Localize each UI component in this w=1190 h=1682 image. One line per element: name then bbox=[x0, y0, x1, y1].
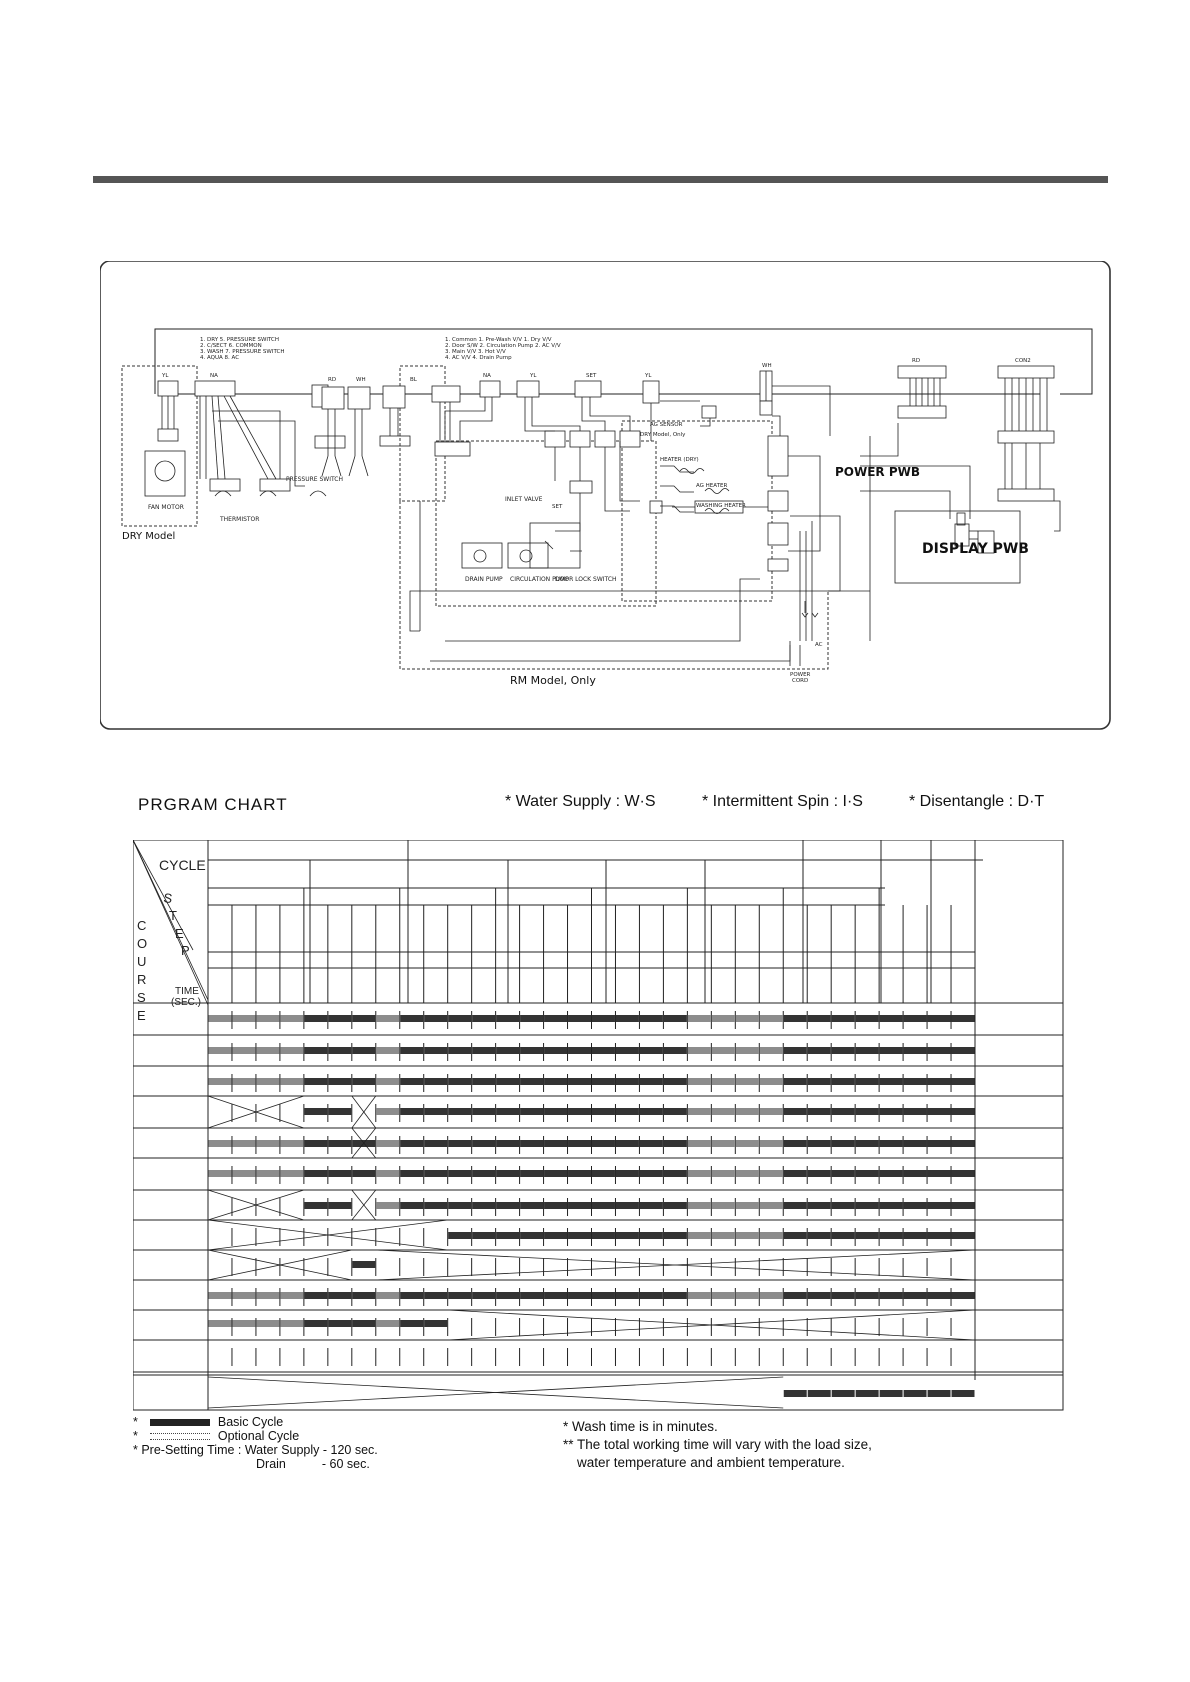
time-header: TIME bbox=[175, 986, 199, 997]
circulation-pump-label: CIRCULATION PUMP bbox=[510, 576, 569, 583]
drain-label: Drain bbox=[256, 1457, 286, 1471]
total-time-note-2: water temperature and ambient temperatur… bbox=[577, 1455, 845, 1470]
conn-label-yl2: YL bbox=[529, 373, 537, 379]
dry-model-label: DRY Model bbox=[122, 531, 175, 542]
svg-text:1. DRY 5. PRESSURE SWITCH: 1. DRY 5. PRESSURE SWITCH bbox=[200, 337, 279, 343]
svg-text:S: S bbox=[137, 990, 146, 1005]
thermistor-label: THERMISTOR bbox=[219, 516, 259, 523]
conn-label-na: NA bbox=[210, 373, 218, 379]
legend-optional: *Optional Cycle bbox=[133, 1429, 300, 1443]
svg-text:E: E bbox=[137, 1008, 146, 1023]
svg-text:3. Main V/V 3. Hot V/V: 3. Main V/V 3. Hot V/V bbox=[445, 349, 506, 355]
program-chart-table: CYCLE S T E P COU RSE TIME (SEC.) bbox=[133, 840, 1064, 1411]
display-pwb-label: DISPLAY PWB bbox=[922, 541, 1029, 557]
conn-label-bl: BL bbox=[410, 377, 418, 383]
legend: *Basic Cycle *Optional Cycle * Pre-Setti… bbox=[133, 1415, 378, 1471]
power-cord-label: POWER bbox=[790, 672, 811, 678]
wash-time-note: * Wash time is in minutes. bbox=[563, 1419, 718, 1434]
inlet-valve-label: INLET VALVE bbox=[505, 496, 543, 503]
total-time-note-1: ** The total working time will vary with… bbox=[563, 1437, 872, 1452]
svg-text:CORD: CORD bbox=[792, 678, 808, 684]
svg-text:U: U bbox=[137, 954, 146, 969]
svg-text:3. WASH 7. PRESSURE SWITCH: 3. WASH 7. PRESSURE SWITCH bbox=[200, 349, 285, 355]
svg-text:1. Common 1. Pre-Wash V/V 1.: 1. Common 1. Pre-Wash V/V 1. Dry V/V bbox=[445, 337, 552, 343]
wiring-diagram: YL NA RD WH BL NA YL SET YL WH RD CON2 1… bbox=[100, 261, 1111, 730]
basic-label: Basic Cycle bbox=[217, 1415, 284, 1429]
presetting-time: * Pre-Setting Time : Water Supply - 120 … bbox=[133, 1443, 378, 1457]
ag-heater-label: AG HEATER bbox=[696, 483, 727, 489]
door-lock-label: DOOR LOCK SWITCH bbox=[555, 576, 617, 583]
step-header-p: P bbox=[181, 943, 190, 958]
dry-model-only-label: DRY Model, Only bbox=[640, 432, 686, 438]
svg-text:4. AQUA 8. AC: 4. AQUA 8. AC bbox=[200, 355, 239, 361]
cycle-header: CYCLE bbox=[159, 857, 206, 873]
conn-label-yl3: YL bbox=[644, 373, 652, 379]
svg-text:R: R bbox=[137, 972, 146, 987]
header-rule bbox=[93, 176, 1108, 183]
svg-text:C: C bbox=[137, 918, 146, 933]
fan-motor-label: FAN MOTOR bbox=[148, 504, 184, 511]
conn-label-con2: CON2 bbox=[1015, 358, 1031, 364]
ag-sensor-label: AG SENSOR bbox=[650, 422, 683, 428]
ac-label: AC bbox=[815, 642, 823, 648]
legend-basic: *Basic Cycle bbox=[133, 1415, 284, 1429]
optional-bar-swatch bbox=[149, 1433, 210, 1441]
conn-label-yl: YL bbox=[161, 373, 169, 379]
drain-time: Drain - 60 sec. bbox=[133, 1457, 378, 1471]
conn-label-rd2: RD bbox=[912, 358, 920, 364]
pressure-switch-label: PRESSURE SWITCH bbox=[286, 476, 343, 483]
optional-label: Optional Cycle bbox=[217, 1429, 300, 1443]
basic-bar-swatch bbox=[149, 1419, 210, 1427]
notes: * Wash time is in minutes. ** The total … bbox=[563, 1418, 872, 1472]
step-header-e: E bbox=[175, 926, 184, 941]
conn-label-rd: RD bbox=[328, 377, 336, 383]
svg-text:2. Door S/W 2. Circulation Pu: 2. Door S/W 2. Circulation Pump 2. AC V/… bbox=[445, 343, 561, 349]
svg-text:SET: SET bbox=[552, 504, 563, 510]
step-header-s: S bbox=[163, 890, 174, 906]
sec-header: (SEC.) bbox=[171, 997, 201, 1008]
svg-text:2. C/SECT 6. COMMON: 2. C/SECT 6. COMMON bbox=[200, 343, 262, 349]
step-header-t: T bbox=[169, 908, 177, 923]
disentangle-abbr: * Disentangle : D·T bbox=[909, 793, 1045, 810]
drain-value: - 60 sec. bbox=[321, 1457, 370, 1471]
washing-heater-label: WASHING HEATER bbox=[696, 503, 746, 509]
rm-model-only-label: RM Model, Only bbox=[510, 674, 596, 687]
intermittent-spin-abbr: * Intermittent Spin : I·S bbox=[702, 793, 863, 810]
course-header: COU RSE bbox=[137, 918, 147, 1023]
svg-text:4. AC V/V 4. Drain Pump: 4. AC V/V 4. Drain Pump bbox=[445, 355, 512, 361]
conn-label-set: SET bbox=[586, 373, 597, 379]
drain-pump-label: DRAIN PUMP bbox=[465, 576, 503, 583]
heater-dry-label: HEATER (DRY) bbox=[660, 457, 699, 463]
conn-label-wh: WH bbox=[356, 377, 366, 383]
conn-label-na2: NA bbox=[483, 373, 491, 379]
program-chart-title: PRGRAM CHART bbox=[138, 795, 288, 814]
water-supply-abbr: * Water Supply : W·S bbox=[505, 793, 656, 810]
svg-text:O: O bbox=[137, 936, 147, 951]
conn-label-wh2: WH bbox=[762, 363, 772, 369]
power-pwb-label: POWER PWB bbox=[835, 465, 920, 479]
